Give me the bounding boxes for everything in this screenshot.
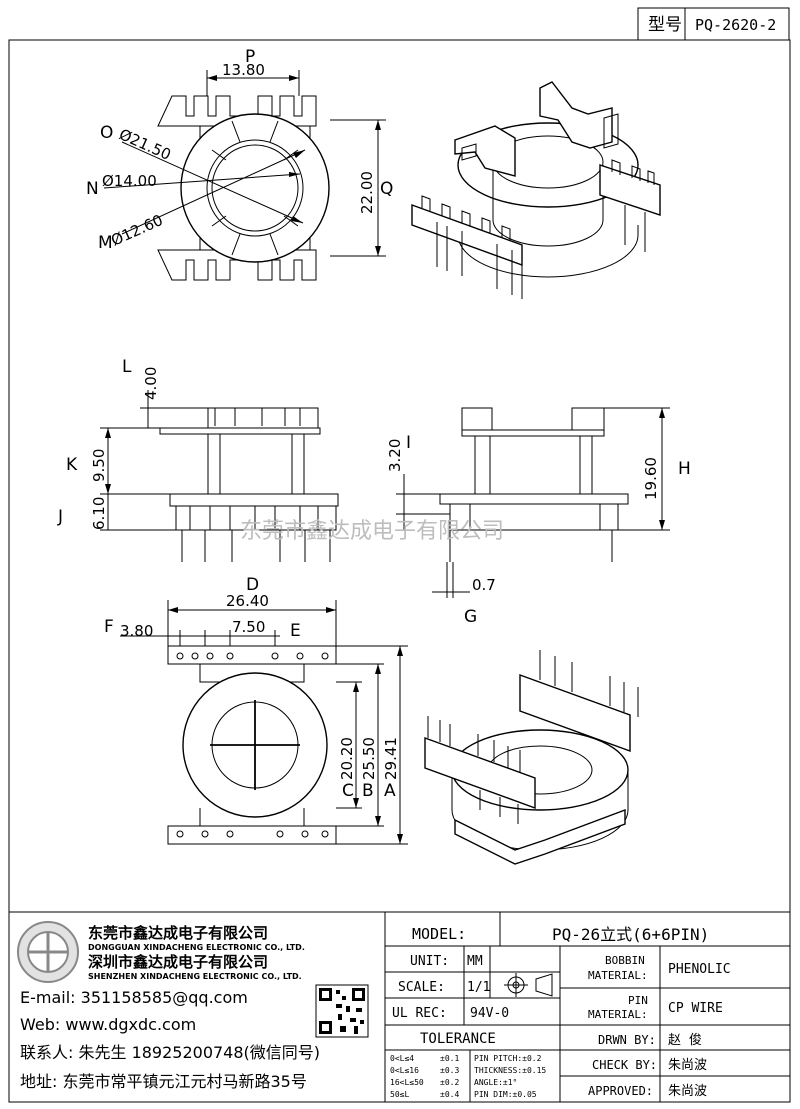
sheet-border <box>8 39 791 1103</box>
company-name-sz: 深圳市鑫达成电子有限公司 <box>88 953 268 971</box>
dim-letter-g: G <box>464 607 477 627</box>
dim-value-f: 3.80 <box>120 622 153 640</box>
model-label: MODEL: <box>412 925 466 943</box>
scale-label: SCALE: <box>398 980 445 995</box>
dim-letter-e: E <box>290 621 301 641</box>
drawn-label: DRWN BY: <box>598 1033 656 1047</box>
top-view <box>103 70 386 281</box>
dim-value-c: 20.20 <box>338 737 356 780</box>
tol-cell: ±0.1 <box>440 1054 459 1063</box>
tol-cell: 0<L≤4 <box>390 1054 414 1063</box>
approved-value: 朱尚波 <box>668 1084 707 1099</box>
tol-cell: PIN DIM:±0.05 <box>474 1090 537 1099</box>
dim-value-a: 29.41 <box>382 737 400 780</box>
dim-letter-l: L <box>122 357 132 377</box>
tol-cell: 16<L≤50 <box>390 1078 424 1087</box>
unit-label: UNIT: <box>410 954 449 969</box>
company-name-sz-en: SHENZHEN XINDACHENG ELECTRONIC CO., LTD. <box>88 972 302 981</box>
dim-value-e: 7.50 <box>232 618 265 636</box>
tol-cell: ±0.2 <box>440 1078 459 1087</box>
pin-label-1: PIN <box>628 994 648 1007</box>
check-value: 朱尚波 <box>668 1058 707 1073</box>
tol-cell: 50≤L <box>390 1090 409 1099</box>
dim-letter-f: F <box>104 617 114 637</box>
ul-label: UL REC: <box>392 1006 447 1021</box>
tol-cell: ±0.3 <box>440 1066 459 1075</box>
scale-value: 1/1 <box>467 980 490 995</box>
dim-value-n: Ø14.00 <box>102 172 157 190</box>
drawn-value: 赵 俊 <box>668 1033 702 1048</box>
dim-value-k: 9.50 <box>90 449 108 482</box>
pin-label-2: MATERIAL: <box>588 1008 648 1021</box>
bottom-view <box>120 600 408 845</box>
approved-label: APPROVED: <box>588 1084 653 1098</box>
company-name-dg-en: DONGGUAN XINDACHENG ELECTRONIC CO., LTD. <box>88 943 305 952</box>
iso-view-top <box>411 81 661 299</box>
dim-letter-j: J <box>57 507 63 527</box>
part-number: PQ-2620-2 <box>695 16 776 34</box>
side-view-side <box>396 407 670 598</box>
tol-cell: PIN PITCH:±0.2 <box>474 1054 542 1063</box>
dim-value-h: 19.60 <box>642 457 660 500</box>
dim-letter-q: Q <box>380 179 393 199</box>
title-block <box>9 911 790 1102</box>
tol-cell: ANGLE:±1° <box>474 1078 517 1087</box>
dim-letter-i: I <box>406 433 411 453</box>
dim-letter-b: B <box>362 781 374 801</box>
dim-value-j: 6.10 <box>90 497 108 530</box>
company-address: 地址: 东莞市常平镇元江元村马新路35号 <box>20 1072 307 1091</box>
dim-value-q: 22.00 <box>358 171 376 214</box>
tol-cell: ±0.4 <box>440 1090 459 1099</box>
ul-value: 94V-0 <box>470 1006 509 1021</box>
dim-letter-d: D <box>246 575 259 595</box>
company-contact: 联系人: 朱先生 18925200748(微信同号) <box>20 1043 320 1062</box>
dim-letter-c: C <box>342 781 354 801</box>
dim-letter-h: H <box>678 459 691 479</box>
tolerance-table: 0<L≤4 ±0.1 PIN PITCH:±0.2 0<L≤16 ±0.3 TH… <box>390 1054 546 1099</box>
unit-value: MM <box>467 954 483 969</box>
dim-value-i: 3.20 <box>386 439 404 472</box>
check-label: CHECK BY: <box>592 1058 657 1072</box>
qr-code <box>315 984 369 1038</box>
dim-value-p: 13.80 <box>222 61 265 79</box>
dim-letter-o: O <box>100 123 113 143</box>
bobbin-label-2: MATERIAL: <box>588 969 648 982</box>
company-email: E-mail: 351158585@qq.com <box>20 988 248 1007</box>
dim-value-o: Ø21.50 <box>116 125 173 164</box>
dim-letter-m: M <box>98 233 113 253</box>
dim-value-d: 26.40 <box>226 592 269 610</box>
dim-letter-k: K <box>66 455 78 475</box>
dim-value-g: 0.7 <box>472 576 496 594</box>
company-name-dg: 东莞市鑫达成电子有限公司 <box>88 924 268 942</box>
side-view-front <box>100 390 339 562</box>
company-logo <box>17 921 79 983</box>
tolerance-label: TOLERANCE <box>420 1031 496 1047</box>
dim-letter-a: A <box>384 781 396 801</box>
pin-value: CP WIRE <box>668 1001 723 1016</box>
type-label: 型号 <box>648 15 682 35</box>
tol-cell: 0<L≤16 <box>390 1066 419 1075</box>
watermark: 东莞市鑫达成电子有限公司 <box>240 519 504 544</box>
dim-letter-n: N <box>86 179 99 199</box>
iso-view-bottom <box>424 650 639 865</box>
company-web: Web: www.dgxdc.com <box>20 1015 196 1034</box>
dim-letter-p: P <box>245 47 255 67</box>
bobbin-label-1: BOBBIN <box>605 954 645 967</box>
header-box: 型号 PQ-2620-2 <box>637 7 790 41</box>
dim-value-m: Ø12.60 <box>108 211 165 250</box>
bobbin-value: PHENOLIC <box>668 962 731 977</box>
model-value: PQ-26立式(6+6PIN) <box>552 925 709 944</box>
dim-value-l: 4.00 <box>142 367 160 400</box>
dim-value-b: 25.50 <box>360 737 378 780</box>
tol-cell: THICKNESS:±0.15 <box>474 1066 546 1075</box>
